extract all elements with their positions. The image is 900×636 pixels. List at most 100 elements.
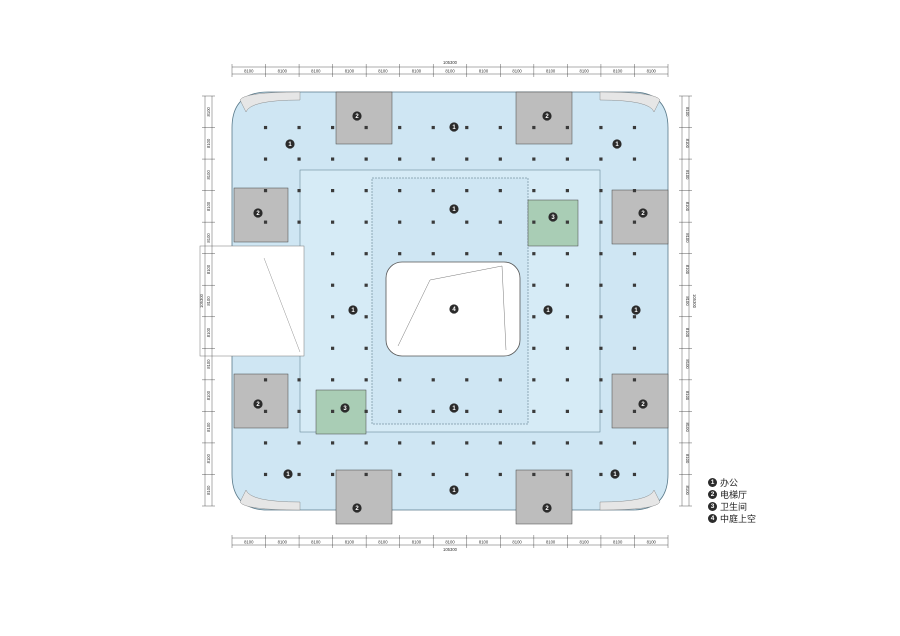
- structural-column: [599, 346, 603, 350]
- structural-column: [398, 220, 402, 224]
- dimension-label-top: 8100: [244, 69, 254, 74]
- atrium-void-lines: [397, 265, 507, 351]
- structural-column: [532, 315, 536, 319]
- structural-column: [465, 409, 469, 413]
- structural-column: [364, 315, 368, 319]
- dimension-label-right: 8100: [685, 391, 690, 401]
- structural-column: [565, 125, 569, 130]
- area-marker-restroom: 3: [340, 403, 350, 413]
- svg-text:1: 1: [286, 472, 290, 478]
- structural-column: [565, 315, 569, 319]
- structural-column: [565, 157, 569, 161]
- svg-text:1: 1: [613, 472, 617, 478]
- structural-column: [599, 378, 603, 382]
- dimension-label-left: 8100: [206, 233, 211, 243]
- dimension-label-bottom: 8100: [647, 540, 657, 545]
- structural-column: [565, 252, 569, 256]
- structural-column: [532, 346, 536, 350]
- structural-column: [599, 409, 603, 413]
- structural-column: [364, 346, 368, 350]
- structural-column: [632, 472, 637, 477]
- structural-column: [532, 125, 536, 130]
- structural-column: [498, 378, 502, 382]
- structural-column: [532, 409, 536, 413]
- column-grid: [263, 125, 637, 477]
- structural-column: [498, 220, 502, 224]
- dimension-label-left: 8100: [206, 390, 211, 400]
- area-marker-office: 1: [283, 469, 293, 479]
- dimension-label-right: 8100: [685, 422, 690, 432]
- dimension-label-left: 8100: [206, 138, 211, 148]
- structural-column: [498, 125, 502, 130]
- dimension-label-top: 8100: [512, 69, 522, 74]
- structural-column: [465, 472, 469, 477]
- structural-column: [398, 125, 402, 130]
- structural-column: [632, 252, 637, 256]
- svg-text:2: 2: [256, 402, 260, 408]
- dimension-label-bottom: 8100: [613, 540, 623, 545]
- structural-column: [331, 220, 335, 224]
- dimension-label-left: 8100: [206, 201, 211, 211]
- structural-column: [263, 157, 268, 161]
- core-south-east: [515, 469, 573, 525]
- structural-column: [532, 189, 536, 193]
- structural-column: [498, 189, 502, 193]
- legend-item: 2 电梯厅: [708, 488, 828, 501]
- structural-column: [297, 441, 301, 445]
- svg-text:2: 2: [256, 211, 260, 217]
- area-marker-office: 1: [610, 469, 620, 479]
- structural-column: [465, 189, 469, 193]
- dimension-label-bottom: 8100: [546, 540, 556, 545]
- area-marker-elevator-hall: 2: [542, 503, 552, 513]
- legend-label: 卫生间: [720, 502, 748, 513]
- dimension-label-bottom: 8100: [512, 540, 522, 545]
- total-dimension-right: 105300: [692, 294, 697, 309]
- structural-column: [565, 378, 569, 382]
- structural-column: [599, 157, 603, 161]
- structural-column: [565, 409, 569, 413]
- structural-column: [398, 441, 402, 445]
- svg-text:1: 1: [452, 207, 456, 213]
- svg-text:1: 1: [351, 308, 355, 314]
- legend-label: 电梯厅: [720, 490, 748, 501]
- legend-item: 3 卫生间: [708, 500, 828, 513]
- core-north-west: [335, 91, 393, 145]
- structural-column: [465, 220, 469, 224]
- structural-column: [465, 441, 469, 445]
- restrooms: [315, 199, 579, 435]
- structural-column: [297, 472, 301, 477]
- structural-column: [565, 189, 569, 193]
- legend-number: 3: [708, 501, 717, 511]
- structural-column: [532, 283, 536, 287]
- legend-label: 办公: [720, 478, 739, 489]
- structural-column: [364, 125, 368, 130]
- dimension-label-left: 8100: [206, 170, 211, 180]
- structural-column: [364, 441, 368, 445]
- structural-column: [297, 125, 301, 130]
- svg-text:1: 1: [452, 125, 456, 131]
- legend-number: 4: [708, 513, 717, 523]
- structural-column: [599, 189, 603, 193]
- structural-column: [532, 252, 536, 256]
- structural-column: [331, 315, 335, 319]
- legend-number: 1: [708, 477, 717, 487]
- structural-column: [263, 472, 268, 477]
- area-marker-office: 1: [449, 403, 459, 413]
- structural-column: [599, 125, 603, 130]
- structural-column: [364, 220, 368, 224]
- dimension-label-top: 8100: [378, 69, 388, 74]
- dimension-label-top: 8100: [546, 69, 556, 74]
- balcony-top-left: [239, 91, 301, 113]
- structural-column: [331, 125, 335, 130]
- restroom-south: [315, 389, 367, 435]
- structural-column: [532, 378, 536, 382]
- structural-column: [532, 441, 536, 445]
- structural-column: [632, 125, 637, 130]
- legend-number: 2: [708, 489, 717, 499]
- structural-column: [398, 252, 402, 256]
- svg-text:1: 1: [288, 142, 292, 148]
- svg-text:1: 1: [615, 142, 619, 148]
- structural-column: [498, 441, 502, 445]
- dimension-label-left: 8100: [206, 327, 211, 337]
